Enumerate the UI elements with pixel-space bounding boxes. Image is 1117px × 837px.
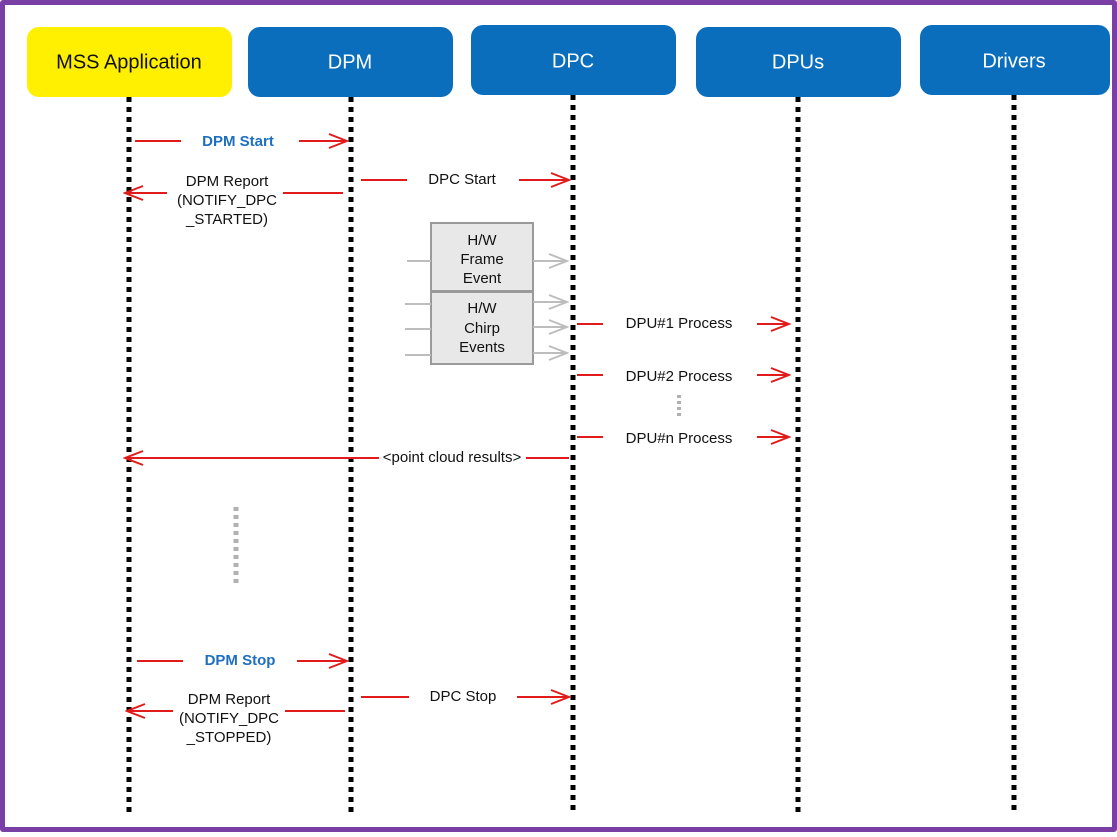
hw-chirp-line1: H/W: [467, 300, 497, 317]
label-report-stop-2: (NOTIFY_DPC: [179, 710, 279, 727]
lane-title-app: MSS Application: [56, 51, 202, 73]
label-dpm-stop: DPM Stop: [205, 652, 276, 669]
msg-dpc-stop: DPC Stop: [361, 688, 569, 705]
hw-chirp-events: H/W Chirp Events: [405, 291, 567, 365]
lane-title-dpm: DPM: [328, 51, 372, 73]
msg-dpm-report-started: DPM Report (NOTIFY_DPC _STARTED): [125, 173, 343, 228]
msg-dpu1-process: DPU#1 Process: [577, 315, 789, 332]
lane-header-dpm: DPM: [248, 27, 453, 97]
lane-header-app: MSS Application: [27, 27, 232, 97]
hw-chirp-line2: Chirp: [464, 320, 500, 337]
hw-chirp-line3: Events: [459, 339, 505, 356]
msg-dpm-start: DPM Start: [135, 133, 347, 150]
lane-title-dpc: DPC: [552, 50, 594, 72]
msg-dpm-stop: DPM Stop: [137, 652, 347, 669]
lane-title-drivers: Drivers: [982, 50, 1045, 72]
label-dpu1: DPU#1 Process: [626, 315, 733, 332]
sequence-diagram: MSS Application DPM DPC DPUs Drivers DPM…: [27, 25, 1110, 813]
msg-dpun-process: DPU#n Process: [577, 430, 789, 447]
hw-frame-line3: Event: [463, 270, 502, 287]
lane-title-dpus: DPUs: [772, 51, 824, 73]
lane-header-drivers: Drivers: [920, 25, 1110, 95]
lane-header-dpc: DPC: [471, 25, 676, 95]
label-dpc-start: DPC Start: [428, 171, 496, 188]
msg-dpu2-process: DPU#2 Process: [577, 368, 789, 385]
label-report-start-2: (NOTIFY_DPC: [177, 192, 277, 209]
label-point-cloud: <point cloud results>: [383, 449, 522, 466]
label-report-start-3: _STARTED): [185, 211, 268, 228]
label-report-start-1: DPM Report: [186, 173, 269, 190]
lane-header-dpus: DPUs: [696, 27, 901, 97]
label-dpc-stop: DPC Stop: [430, 688, 497, 705]
msg-point-cloud: <point cloud results>: [125, 449, 569, 466]
hw-frame-line1: H/W: [467, 232, 497, 249]
label-report-stop-1: DPM Report: [188, 691, 271, 708]
msg-dpm-report-stopped: DPM Report (NOTIFY_DPC _STOPPED): [127, 691, 345, 746]
hw-frame-line2: Frame: [460, 251, 503, 268]
label-report-stop-3: _STOPPED): [186, 729, 272, 746]
label-dpun: DPU#n Process: [626, 430, 733, 447]
label-dpu2: DPU#2 Process: [626, 368, 733, 385]
msg-dpc-start: DPC Start: [361, 171, 569, 188]
hw-frame-event: H/W Frame Event: [407, 222, 567, 292]
label-dpm-start: DPM Start: [202, 133, 274, 150]
